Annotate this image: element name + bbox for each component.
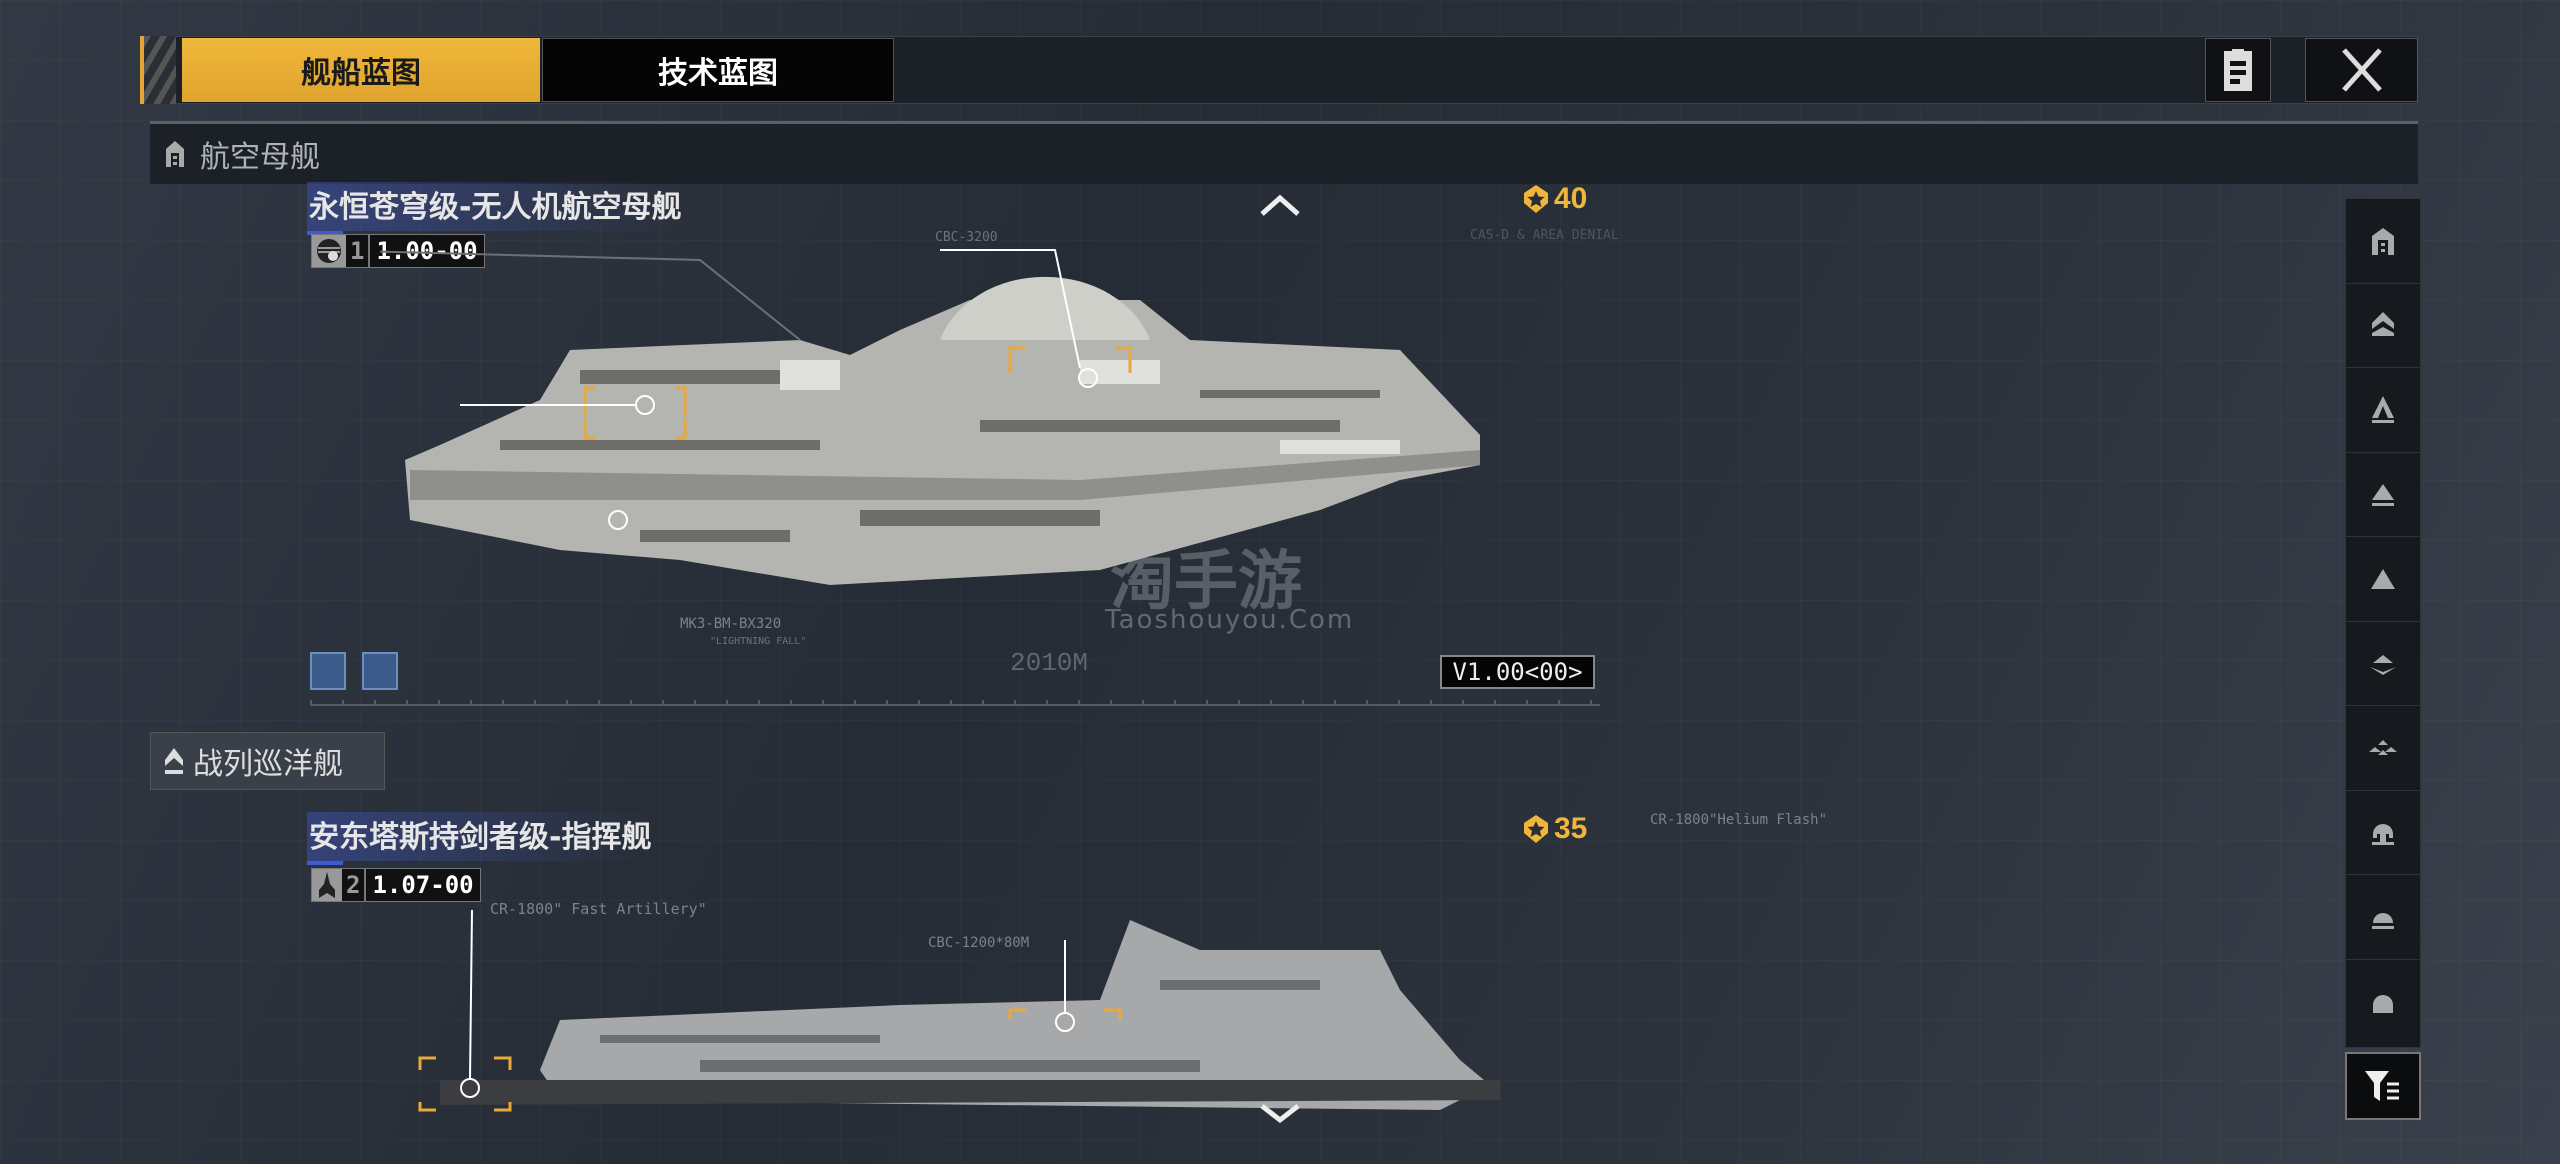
document-button[interactable]: [2205, 38, 2271, 102]
ship-class-sidebar: [2345, 198, 2421, 1048]
scroll-up-button[interactable]: [1258, 190, 1302, 222]
filter-icon: [2365, 1071, 2399, 1101]
sidebar-item-corvette[interactable]: [2346, 622, 2420, 706]
battlecruiser-icon: [165, 748, 183, 774]
ship-name: 永恒苍穹级-无人机航空母舰: [307, 182, 684, 231]
corvette-icon: [2370, 655, 2396, 676]
sidebar-item-misc[interactable]: [2346, 960, 2420, 1045]
cruiser-icon: [2372, 395, 2394, 423]
ship-2-rating: 35: [1522, 812, 1587, 846]
sidebar-item-destroyer[interactable]: [2346, 453, 2420, 537]
sidebar-item-support[interactable]: [2346, 791, 2420, 875]
category-label: 航空母舰: [200, 140, 320, 175]
category-header-carrier: 航空母舰: [150, 124, 2418, 184]
close-button[interactable]: [2305, 38, 2418, 102]
tab-ship-blueprint[interactable]: 舰船蓝图: [182, 38, 540, 102]
skill-icon-1[interactable]: [310, 652, 346, 690]
carrier-icon: [166, 141, 184, 167]
title-underline: [307, 231, 343, 235]
watermark-en: Taoshouyou.Com: [1105, 605, 1355, 635]
scroll-down-button[interactable]: [1258, 1100, 1302, 1132]
rating-value: 35: [1554, 812, 1588, 845]
ship-length: 2010M: [1010, 648, 1089, 678]
fighter-icon: [2369, 739, 2397, 755]
frigate-icon: [2371, 568, 2395, 589]
chevron-up-icon: [1260, 194, 1300, 216]
rating-value: 40: [1554, 182, 1588, 215]
battlecruiser-icon: [2372, 312, 2394, 337]
auxiliary-icon: [2372, 912, 2394, 929]
title-underline: [307, 861, 343, 865]
carrier-gear-icon: [312, 235, 346, 267]
callout-label: CBC-3200: [935, 230, 998, 245]
watermark-cn: 淘手游: [1110, 545, 1302, 619]
close-icon: [2341, 48, 2382, 92]
category-header-battlecruiser[interactable]: 战列巡洋舰: [150, 732, 385, 790]
spec-label: CR-1800"Helium Flash": [1650, 812, 1828, 828]
tier: 2: [342, 869, 365, 901]
rating-icon: [1524, 185, 1548, 213]
module-sublabel: "LIGHTNING FALL": [710, 636, 807, 647]
sidebar-item-carrier[interactable]: [2346, 199, 2420, 284]
category-label: 战列巡洋舰: [193, 747, 343, 782]
tier: 1: [346, 235, 369, 267]
carrier-icon: [2372, 227, 2394, 255]
weapon-label: CR-1800" Fast Artillery": [490, 900, 707, 918]
document-icon: [2224, 49, 2252, 91]
length-ruler: [310, 700, 1600, 706]
sidebar-item-frigate[interactable]: [2346, 537, 2420, 622]
ship-1-rating: 40: [1522, 182, 1587, 216]
tab-tech-blueprint[interactable]: 技术蓝图: [542, 38, 894, 102]
ship-2-render: [418, 910, 1500, 1112]
misc-icon: [2373, 994, 2393, 1013]
ship-name: 安东塔斯持剑者级-指挥舰: [307, 812, 654, 861]
sidebar-item-battlecruiser[interactable]: [2346, 284, 2420, 368]
version: 1.07-00: [364, 869, 480, 901]
callout-label: CBC-1200*80M: [928, 935, 1030, 951]
sidebar-item-cruiser[interactable]: [2346, 368, 2420, 453]
rating-icon: [1524, 815, 1548, 843]
ship-1-header: 永恒苍穹级-无人机航空母舰: [307, 182, 684, 235]
sidebar-item-fighter[interactable]: [2346, 706, 2420, 791]
filter-button[interactable]: [2345, 1052, 2421, 1120]
support-icon: [2372, 824, 2394, 846]
skill-icon-2[interactable]: [362, 652, 398, 690]
ship-2-badge: 2 1.07-00: [311, 868, 481, 902]
destroyer-icon: [2372, 484, 2394, 507]
ship-2-header: 安东塔斯持剑者级-指挥舰: [307, 812, 654, 865]
build-version: V1.00<00>: [1440, 655, 1595, 689]
module-label: MK3-BM-BX320: [680, 616, 782, 632]
sidebar-item-auxiliary[interactable]: [2346, 875, 2420, 960]
hazard-stripe: [140, 36, 176, 104]
ship-1-render: [380, 249, 1480, 585]
divider: [150, 121, 2418, 124]
chevron-down-icon: [1260, 1104, 1300, 1124]
battlecruiser-class-icon: [312, 869, 342, 901]
blueprint-annotation: CAS-D & AREA DENIAL: [1470, 228, 1619, 243]
